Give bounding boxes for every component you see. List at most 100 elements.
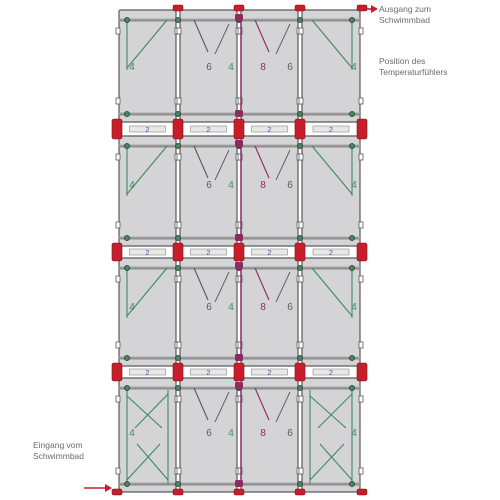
flow-line [193,387,209,421]
connector-tube [251,368,288,376]
flow-line [214,149,230,181]
connector-number: 2 [329,125,333,134]
panel-clip [298,27,304,35]
inlet-label-line-1: Eingang vom [33,440,83,450]
collector-number: 4 [228,302,234,313]
pipe-fitting [349,17,355,23]
panel-clip [298,395,304,403]
panel-clip [358,395,364,403]
collector-number: 6 [287,428,293,439]
connector-number: 2 [329,248,333,257]
flow-line [317,393,353,429]
collector-number: 6 [206,180,212,191]
panel-clip [237,27,243,35]
panel-clip [176,275,182,283]
collector-number: 4 [129,302,135,313]
pipe-coupler-icon [294,242,306,262]
flow-line [193,145,209,179]
arrow-right-icon [371,5,378,13]
pipe-coupler-icon [294,118,306,140]
panel-clip [115,97,121,105]
panel-clip [358,467,364,475]
flow-line [126,443,161,481]
connector-number: 2 [145,248,149,257]
arrow-right-icon [105,484,112,492]
collector-number: 6 [287,180,293,191]
panel-clip [237,221,243,229]
collector-number: 4 [351,428,357,439]
panel-clip [298,153,304,161]
collector-panel [118,257,177,367]
flow-line [254,387,270,421]
pipe-fitting [124,265,130,271]
collector-panel [118,377,177,493]
flow-line [311,145,353,195]
pipe-fitting [297,143,303,149]
panel-clip [115,395,121,403]
flow-line [193,267,209,301]
connector-tube [190,125,227,133]
pipe-coupler-icon [233,118,245,140]
panel-clip [115,341,121,349]
outlet-label-line-2: Schwimmbad [379,15,431,25]
outlet-label: Ausgang zum Schwimmbad [379,4,431,26]
connector-number: 2 [267,125,271,134]
panel-clip [115,221,121,229]
flow-line [214,391,230,423]
panel-clip [358,341,364,349]
connector-number: 2 [267,248,271,257]
collector-number: 4 [228,180,234,191]
pipe-fitting [349,385,355,391]
collector-number: 4 [351,180,357,191]
pipe-coupler-icon [294,362,306,382]
pipe-fitting [124,143,130,149]
sensor-position-label: Position des Temperaturfühlers [379,56,448,78]
panel-clip [115,27,121,35]
connector-tube [129,125,166,133]
flow-line [275,271,291,303]
pipe-fitting [349,355,355,361]
collector-panel [301,135,361,247]
pipe-fitting [297,481,303,487]
collector-number: 6 [287,62,293,73]
collector-panel [179,135,238,247]
connector-number: 2 [329,368,333,377]
pipe-fitting [175,17,181,23]
pipe-coupler-icon [111,242,123,262]
collector-panel [118,9,177,123]
pipe-coupler-icon [233,242,245,262]
panel-clip [298,467,304,475]
sensor-label-line-2: Temperaturfühlers [379,67,448,77]
collector-number: 4 [129,428,135,439]
panel-clip [298,221,304,229]
flow-line [275,23,291,55]
pipe-coupler-icon [111,362,123,382]
pipe-coupler-icon [172,488,184,496]
connector-tube [312,248,350,256]
collector-number: 8 [260,62,266,73]
collector-number: 4 [351,62,357,73]
outlet-label-line-1: Ausgang zum [379,4,431,14]
pipe-fitting [175,111,181,117]
pipe-fitting [175,143,181,149]
pipe-coupler-icon [356,4,368,12]
flow-line [214,271,230,303]
connector-tube [129,368,166,376]
panel-clip [237,275,243,283]
collector-number: 4 [129,62,135,73]
pipe-coupler-icon [356,488,368,496]
pipe-fitting [297,265,303,271]
collector-number: 8 [260,180,266,191]
pipe-fitting [349,143,355,149]
pipe-coupler-icon [111,118,123,140]
pipe-coupler-icon [172,118,184,140]
connector-tube [129,248,166,256]
flow-line [134,393,169,429]
flow-line [275,391,291,423]
pipe-fitting [175,355,181,361]
collector-number: 6 [206,428,212,439]
flow-line [126,267,168,317]
collector-panel [301,377,361,493]
flow-line [309,395,347,429]
